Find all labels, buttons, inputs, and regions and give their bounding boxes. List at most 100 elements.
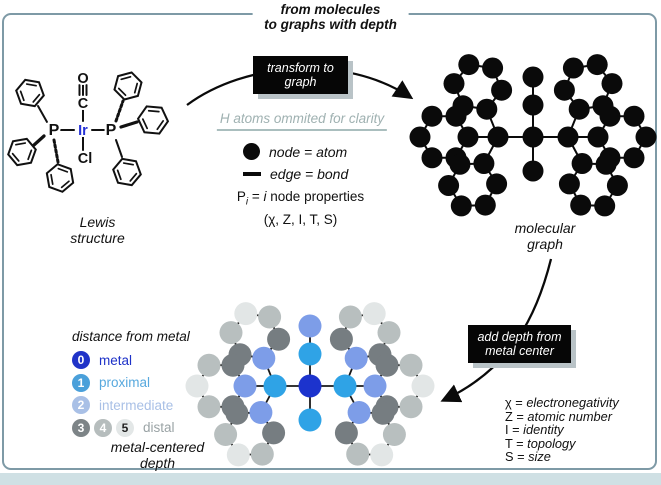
phenyl-ring — [112, 157, 142, 187]
double-bond-line — [156, 120, 165, 131]
graph-node-depth-4 — [438, 175, 460, 196]
double-bond-line — [116, 169, 122, 181]
graph-node-depth-4 — [214, 423, 238, 446]
graph-node-depth-1 — [522, 94, 544, 116]
graph-node-depth-2 — [298, 314, 322, 338]
graph-node-depth-4 — [338, 305, 362, 329]
graph-node-depth-4 — [482, 57, 504, 79]
figure-border — [2, 13, 657, 470]
transform-box-line1: transform to — [267, 60, 334, 75]
bond-p-phenyl — [37, 105, 48, 123]
property-meaning: electronegativity — [526, 395, 619, 410]
lewis-caption-line2: structure — [70, 229, 125, 246]
graph-node-depth-4 — [421, 147, 443, 169]
graph-node-depth-3 — [371, 401, 395, 425]
depth-chip-0: 0 — [72, 351, 90, 369]
depth-legend-row: 0 metal — [72, 351, 190, 369]
graph-node-depth-5 — [411, 374, 435, 398]
depth-label: metal — [99, 352, 133, 368]
graph-node-depth-2 — [568, 98, 590, 120]
lewis-caption-line1: Lewis — [79, 214, 116, 230]
graph-node-depth-2 — [522, 66, 544, 88]
depth-chip-4: 4 — [94, 418, 112, 437]
depth-box-line2: metal center — [485, 344, 554, 358]
wedge-bond — [119, 120, 139, 129]
figure-title: from molecules to graphs with depth — [252, 2, 409, 32]
graph-node-depth-4 — [443, 73, 465, 95]
phenyl-ring — [136, 105, 170, 135]
graph-node-depth-2 — [587, 126, 609, 148]
graph-node-depth-3 — [553, 79, 575, 101]
phenyl-ring — [113, 71, 143, 101]
graph-node-depth-2 — [252, 346, 276, 370]
graph-node-depth-4 — [197, 395, 221, 419]
transform-box-line2: graph — [284, 75, 317, 89]
graph-node-depth-4 — [421, 105, 443, 127]
double-bond-line — [117, 87, 127, 97]
property-meaning: identity — [523, 422, 564, 438]
props-p: P — [236, 189, 246, 204]
double-bond-line — [147, 109, 160, 113]
property-meaning: atomic number — [527, 408, 613, 424]
depth-chip-1: 1 — [72, 373, 90, 392]
graph-node-depth-5 — [185, 374, 209, 398]
graph-node-depth-5 — [635, 126, 657, 148]
molecular-graph — [409, 54, 657, 217]
graph-node-depth-4 — [377, 321, 401, 345]
graph-node-depth-2 — [363, 374, 387, 398]
graph-node-depth-1 — [557, 126, 579, 148]
graph-node-depth-5 — [226, 443, 250, 467]
graph-node-depth-3 — [558, 173, 580, 195]
graph-node-depth-3 — [375, 353, 399, 377]
graph-node-depth-2 — [249, 401, 273, 424]
property-symbol: T = — [505, 435, 528, 451]
node-dot-icon — [243, 143, 260, 160]
h-atoms-note: H atoms ommited for clarity — [216, 111, 388, 131]
atom-P-left: P — [49, 122, 60, 139]
legend-properties-detail: (χ, Z, I, T, S) — [263, 211, 338, 227]
property-line: Z = atomic number — [505, 408, 619, 424]
graph-node-depth-1 — [487, 126, 509, 148]
property-line: S = size — [505, 450, 619, 464]
figure-title-line1: from molecules — [280, 2, 381, 17]
add-depth-box: add depth from metal center — [468, 325, 571, 363]
graph-node-depth-4 — [562, 57, 584, 79]
graph-node-depth-4 — [601, 73, 623, 95]
property-line: I = identity — [505, 423, 619, 437]
metal-caption-line2: depth — [139, 454, 176, 471]
double-bond-line — [15, 142, 27, 146]
double-bond-line — [19, 90, 25, 102]
graph-node-depth-0 — [298, 374, 322, 398]
double-bond-line — [120, 75, 132, 81]
dash-bond — [114, 99, 125, 123]
graph-node-depth-2 — [473, 153, 495, 174]
graph-node-depth-2 — [347, 401, 371, 424]
graph-node-depth-3 — [262, 421, 286, 445]
depth-chip-5: 5 — [116, 418, 134, 437]
graph-node-depth-5 — [362, 302, 386, 326]
legend-properties-line: Pi = i node properties — [213, 188, 388, 211]
graph-node-depth-1 — [522, 160, 544, 182]
molecular-graph-caption-line1: molecular — [514, 220, 576, 236]
double-bond-line — [32, 93, 41, 103]
graph-node-depth-4 — [474, 194, 496, 216]
double-bond-line — [57, 167, 69, 173]
bond-p-phenyl — [115, 139, 123, 158]
wedge-bond — [32, 134, 46, 147]
double-bond-line — [122, 162, 134, 166]
graph-legend: node = atom edge = bond Pi = i node prop… — [213, 143, 388, 228]
legend-node-label: node = atom — [269, 143, 348, 160]
page-background-strip — [0, 473, 661, 485]
graph-node-depth-3 — [267, 327, 291, 351]
graph-node-depth-3 — [449, 153, 471, 175]
metal-centered-depth-graph — [185, 302, 435, 467]
depth-label: distal — [143, 420, 175, 435]
graph-node-depth-3 — [595, 153, 617, 175]
depth-label: proximal — [99, 375, 151, 390]
property-line: T = topology — [505, 435, 619, 451]
atom-Cl: Cl — [78, 151, 93, 167]
graph-node-depth-4 — [623, 147, 645, 169]
